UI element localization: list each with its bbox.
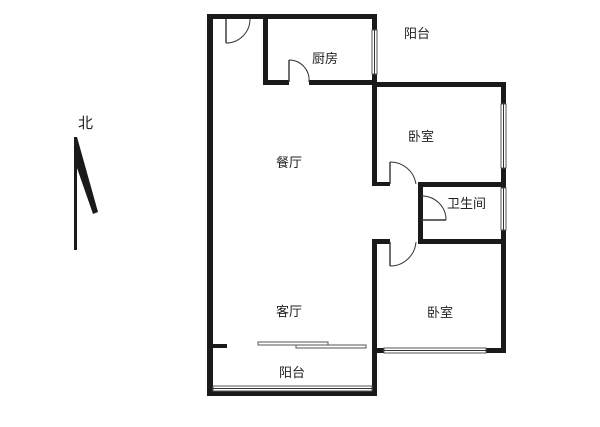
room-labels: 厨房 阳台 卧室 餐厅 卫生间 客厅 卧室 阳台 — [276, 27, 486, 381]
doors — [225, 18, 447, 267]
room-label-bathroom: 卫生间 — [447, 197, 486, 212]
room-label-kitchen: 厨房 — [312, 51, 338, 67]
room-label-living: 客厅 — [276, 304, 302, 320]
bedroom-upper-door — [389, 161, 417, 185]
entrance-door — [225, 18, 251, 44]
room-label-bedroom-upper: 卧室 — [408, 129, 434, 145]
room-label-balcony-bottom: 阳台 — [279, 366, 305, 381]
room-label-balcony-top: 阳台 — [404, 27, 430, 42]
windows — [212, 29, 507, 392]
room-label-dining: 餐厅 — [276, 155, 302, 171]
north-label: 北 — [78, 114, 93, 132]
sliding-door — [257, 341, 367, 349]
bedroom-lower-door — [389, 241, 417, 267]
bathroom-door — [420, 195, 447, 221]
north-compass: 北 — [74, 114, 98, 250]
north-arrow-icon — [74, 137, 98, 250]
kitchen-door — [288, 59, 310, 83]
room-label-bedroom-lower: 卧室 — [427, 305, 453, 321]
walls — [207, 14, 506, 396]
